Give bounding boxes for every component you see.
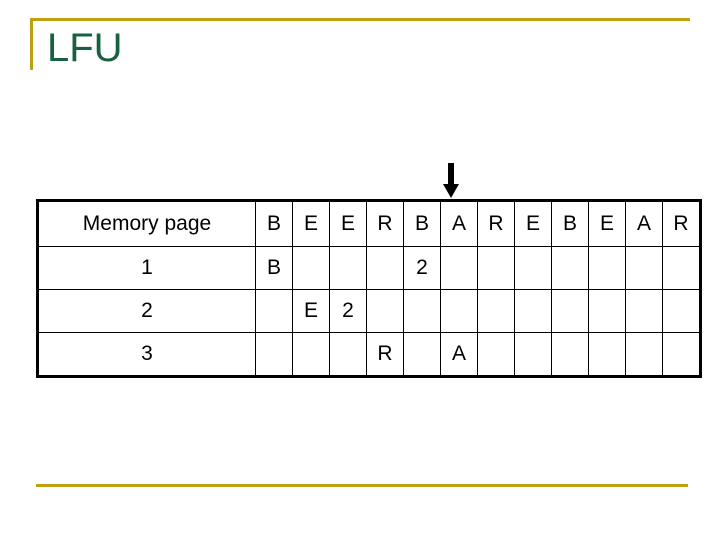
frame-cell	[662, 246, 701, 290]
frame-cell	[551, 246, 589, 290]
footer-rule	[36, 484, 688, 487]
title-rule-top	[30, 18, 690, 21]
table-row: 2 E 2	[37, 289, 701, 333]
frame-cell	[662, 289, 701, 333]
page-title: LFU	[47, 26, 123, 70]
table-header-row: Memory page B E E R B A R E B E A R	[37, 200, 701, 247]
frame-cell	[477, 332, 515, 377]
frame-cell	[440, 246, 478, 290]
frame-cell	[514, 332, 552, 377]
reference-cell: B	[403, 200, 441, 247]
reference-cell: E	[514, 200, 552, 247]
row-label: 3	[37, 332, 256, 377]
reference-cell: R	[662, 200, 701, 247]
frame-cell	[403, 289, 441, 333]
table-row: 3 R A	[37, 332, 701, 377]
frame-cell	[255, 289, 293, 333]
frame-cell	[588, 332, 626, 377]
frame-cell	[588, 246, 626, 290]
reference-cell: A	[440, 200, 478, 247]
frame-cell	[625, 332, 663, 377]
reference-cell: B	[255, 200, 293, 247]
memory-page-table: Memory page B E E R B A R E B E A R 1 B …	[36, 199, 702, 378]
frame-cell	[366, 289, 404, 333]
frame-cell: E	[292, 289, 330, 333]
frame-cell	[551, 332, 589, 377]
frame-cell	[514, 289, 552, 333]
reference-cell: B	[551, 200, 589, 247]
reference-cell: E	[588, 200, 626, 247]
frame-cell	[329, 332, 367, 377]
frame-cell	[625, 289, 663, 333]
slide-title-area: LFU	[0, 0, 720, 120]
frame-cell	[588, 289, 626, 333]
frame-cell	[255, 332, 293, 377]
frame-cell	[366, 246, 404, 290]
reference-cell: A	[625, 200, 663, 247]
frame-cell	[292, 332, 330, 377]
frame-cell: 2	[403, 246, 441, 290]
frame-cell	[329, 246, 367, 290]
reference-cell: R	[366, 200, 404, 247]
frame-cell: A	[440, 332, 478, 377]
table-row: 1 B 2	[37, 246, 701, 290]
frame-cell: 2	[329, 289, 367, 333]
row-label: 1	[37, 246, 256, 290]
frame-cell	[514, 246, 552, 290]
title-rule-left	[30, 18, 33, 70]
frame-cell: B	[255, 246, 293, 290]
frame-cell	[625, 246, 663, 290]
table-body: Memory page B E E R B A R E B E A R 1 B …	[37, 200, 701, 377]
frame-cell	[477, 289, 515, 333]
column-header-label: Memory page	[37, 200, 256, 247]
row-label: 2	[37, 289, 256, 333]
reference-cell: E	[292, 200, 330, 247]
frame-cell	[440, 289, 478, 333]
frame-cell	[662, 332, 701, 377]
frame-cell	[292, 246, 330, 290]
frame-cell	[477, 246, 515, 290]
frame-cell	[403, 332, 441, 377]
frame-cell: R	[366, 332, 404, 377]
reference-cell: R	[477, 200, 515, 247]
reference-cell: E	[329, 200, 367, 247]
arrow-down-icon	[442, 163, 460, 199]
frame-cell	[551, 289, 589, 333]
